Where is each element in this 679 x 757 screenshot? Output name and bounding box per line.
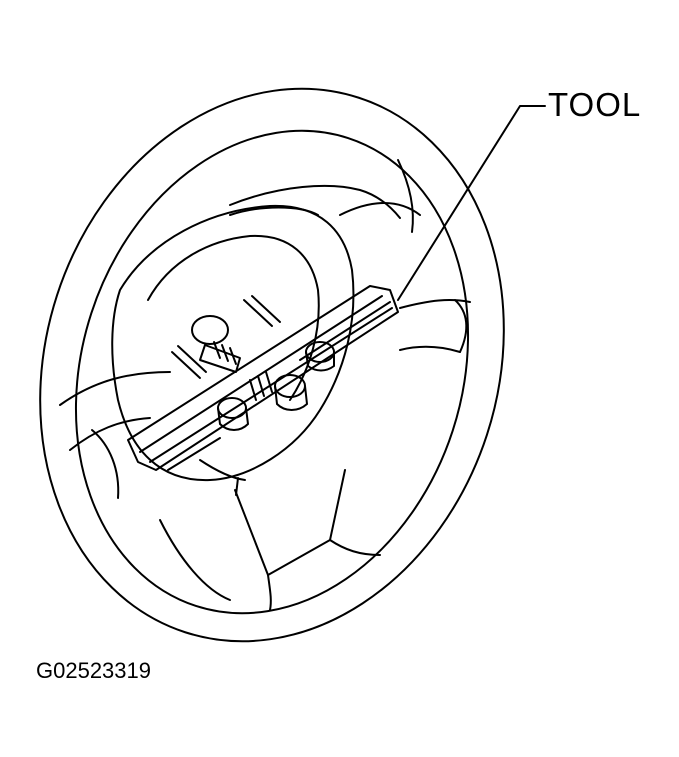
steering-wheel-rim <box>39 87 505 643</box>
tool-callout-leader <box>397 105 546 301</box>
tool-callout-label: TOOL <box>548 86 642 123</box>
lower-spoke <box>159 459 381 611</box>
steering-shaft <box>191 315 241 373</box>
center-hub <box>111 204 355 482</box>
left-spoke <box>59 371 171 499</box>
upper-spoke <box>229 159 421 233</box>
right-spoke <box>399 299 471 353</box>
puller-tool <box>127 285 399 471</box>
figure-id: G02523319 <box>36 658 151 683</box>
